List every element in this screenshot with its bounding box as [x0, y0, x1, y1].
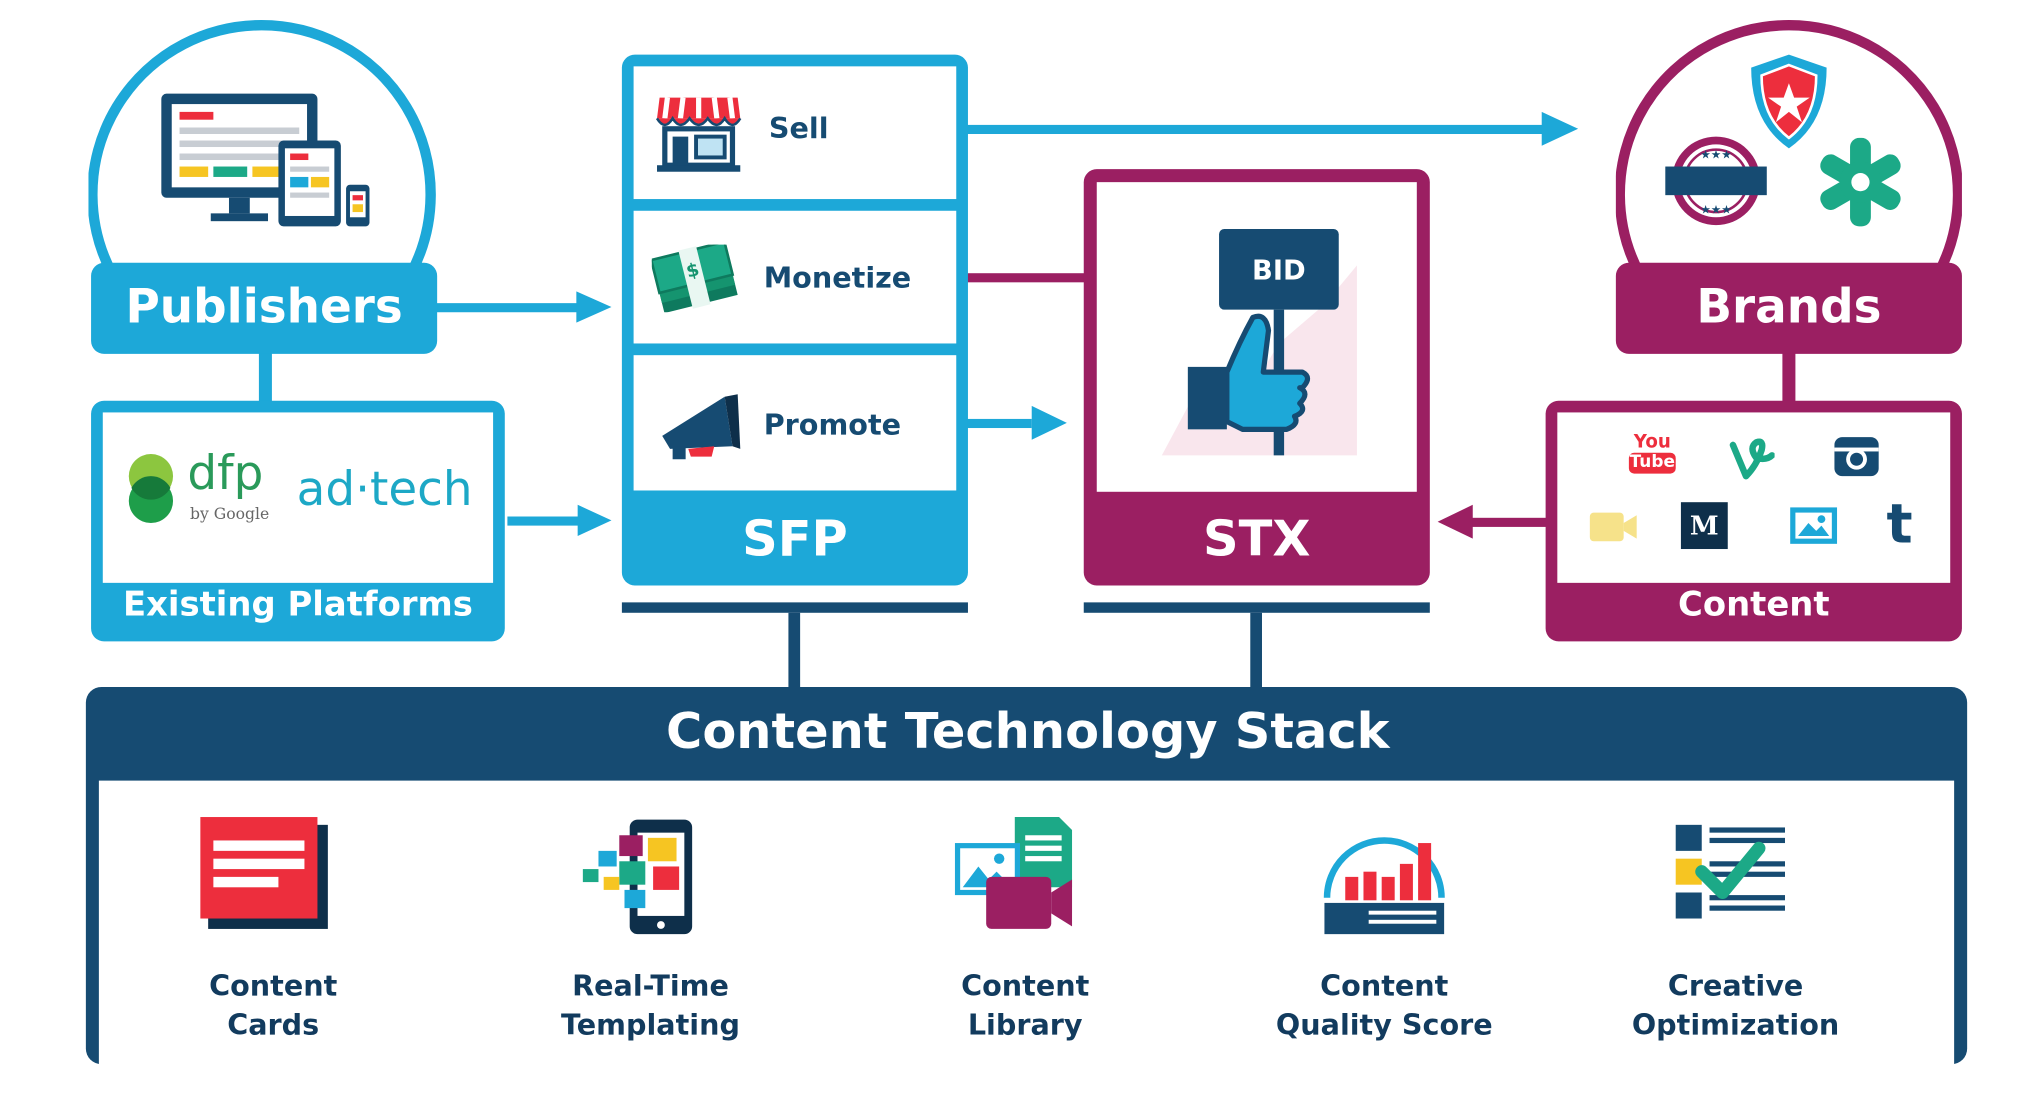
youtube-icon: You Tube: [1628, 431, 1676, 474]
youtube-text-you: You: [1633, 431, 1671, 453]
publishers-platforms-link: [258, 351, 272, 404]
bid-label: BID: [1252, 254, 1306, 287]
medium-letter: M: [1689, 509, 1719, 542]
existing-platforms-box: dfp by Google ad·tech Existing Platforms: [91, 400, 505, 642]
feature-content-cards-line2: Cards: [227, 1009, 320, 1043]
image-icon: [1790, 507, 1838, 544]
brands-label: Brands: [1696, 281, 1882, 335]
dfp-logo: [128, 454, 174, 524]
media-library-icon: [954, 817, 1073, 929]
sfp-label: SFP: [742, 509, 848, 568]
stx-label: STX: [1203, 509, 1311, 568]
feature-content-cards-line1: Content: [209, 970, 338, 1004]
feature-content-quality-score-line1: Content: [1320, 970, 1449, 1004]
checklist-icon: [1675, 824, 1785, 919]
sfp-stack-connector: [621, 602, 968, 691]
feature-real-time-templating-line1: Real-Time: [572, 970, 729, 1004]
storefront-icon: [655, 97, 742, 172]
youtube-text-tube: Tube: [1628, 452, 1676, 474]
money-stack-icon: $: [651, 244, 738, 313]
brands-label-box: Brands: [1615, 262, 1962, 354]
feature-real-time-templating-line2: Templating: [561, 1009, 740, 1043]
sfp-row-promote: Promote: [633, 355, 957, 491]
tech-stack-panel: [85, 686, 1968, 1093]
sfp-row-monetize: $ Monetize: [633, 210, 957, 344]
dfp-text: dfp: [187, 447, 264, 501]
feature-creative-optimization-line1: Creative: [1667, 970, 1804, 1004]
svg-text:★★★: ★★★: [1700, 148, 1731, 162]
feature-content-quality-score: Content Quality Score: [1241, 968, 1527, 1046]
tech-stack-title: Content Technology Stack: [666, 702, 1390, 760]
shield-star-icon: [1751, 54, 1827, 149]
feature-content-quality-score-line2: Quality Score: [1275, 1009, 1493, 1043]
feature-content-library: Content Library: [882, 968, 1168, 1046]
svg-text:★★★: ★★★: [1700, 202, 1731, 216]
megaphone-icon: [662, 394, 741, 460]
sfp-node: Sell $ Monetize Promote: [621, 54, 968, 586]
instagram-icon: [1834, 437, 1879, 477]
content-box: You Tube M t Content: [1545, 400, 1962, 642]
feature-real-time-templating: Real-Time Templating: [507, 968, 793, 1046]
gauge-chart-icon: [1323, 837, 1445, 935]
feature-creative-optimization: Creative Optimization: [1592, 968, 1878, 1046]
sell-label: Sell: [768, 113, 829, 146]
platforms-to-sfp-arrow: [507, 504, 612, 537]
existing-platforms-label: Existing Platforms: [122, 585, 473, 625]
publishers-label-box: Publishers: [91, 262, 438, 354]
video-camera-icon: [1589, 512, 1637, 542]
monetize-label: Monetize: [763, 262, 912, 296]
adtech-logo: ad·tech: [296, 463, 473, 517]
badge-ribbon-icon: ★★★ ★★★: [1665, 136, 1767, 226]
feature-content-cards: Content Cards: [130, 968, 416, 1046]
brands-node: ★★★ ★★★: [1615, 8, 1962, 354]
stx-stack-connector: [1083, 602, 1430, 691]
content-label: Content: [1678, 585, 1830, 625]
asterisk-icon: [1820, 137, 1901, 227]
feature-content-library-line1: Content: [961, 970, 1090, 1004]
brands-content-link: [1782, 351, 1796, 404]
phone-template-icon: [582, 819, 693, 935]
vine-icon: [1729, 438, 1775, 480]
stx-node: BID STX: [1083, 169, 1430, 586]
publishers-node: [88, 8, 439, 354]
content-to-stx-arrow: [1437, 504, 1549, 539]
sfp-row-sell: Sell: [633, 66, 957, 200]
bid-paddle-icon: [1161, 228, 1357, 456]
medium-icon: M: [1680, 502, 1728, 550]
promote-label: Promote: [763, 409, 902, 443]
content-card-icon: [200, 817, 328, 929]
publishers-to-sfp-arrow: [435, 291, 612, 323]
sell-to-brands-arrow: [906, 111, 1579, 146]
devices-icon: [161, 93, 370, 227]
feature-creative-optimization-line2: Optimization: [1631, 1009, 1840, 1043]
feature-content-library-line2: Library: [967, 1009, 1083, 1043]
svg-text:$: $: [684, 259, 701, 282]
dfp-subtext: by Google: [189, 504, 270, 524]
tumblr-icon: t: [1886, 491, 1913, 556]
publishers-label: Publishers: [125, 281, 403, 335]
